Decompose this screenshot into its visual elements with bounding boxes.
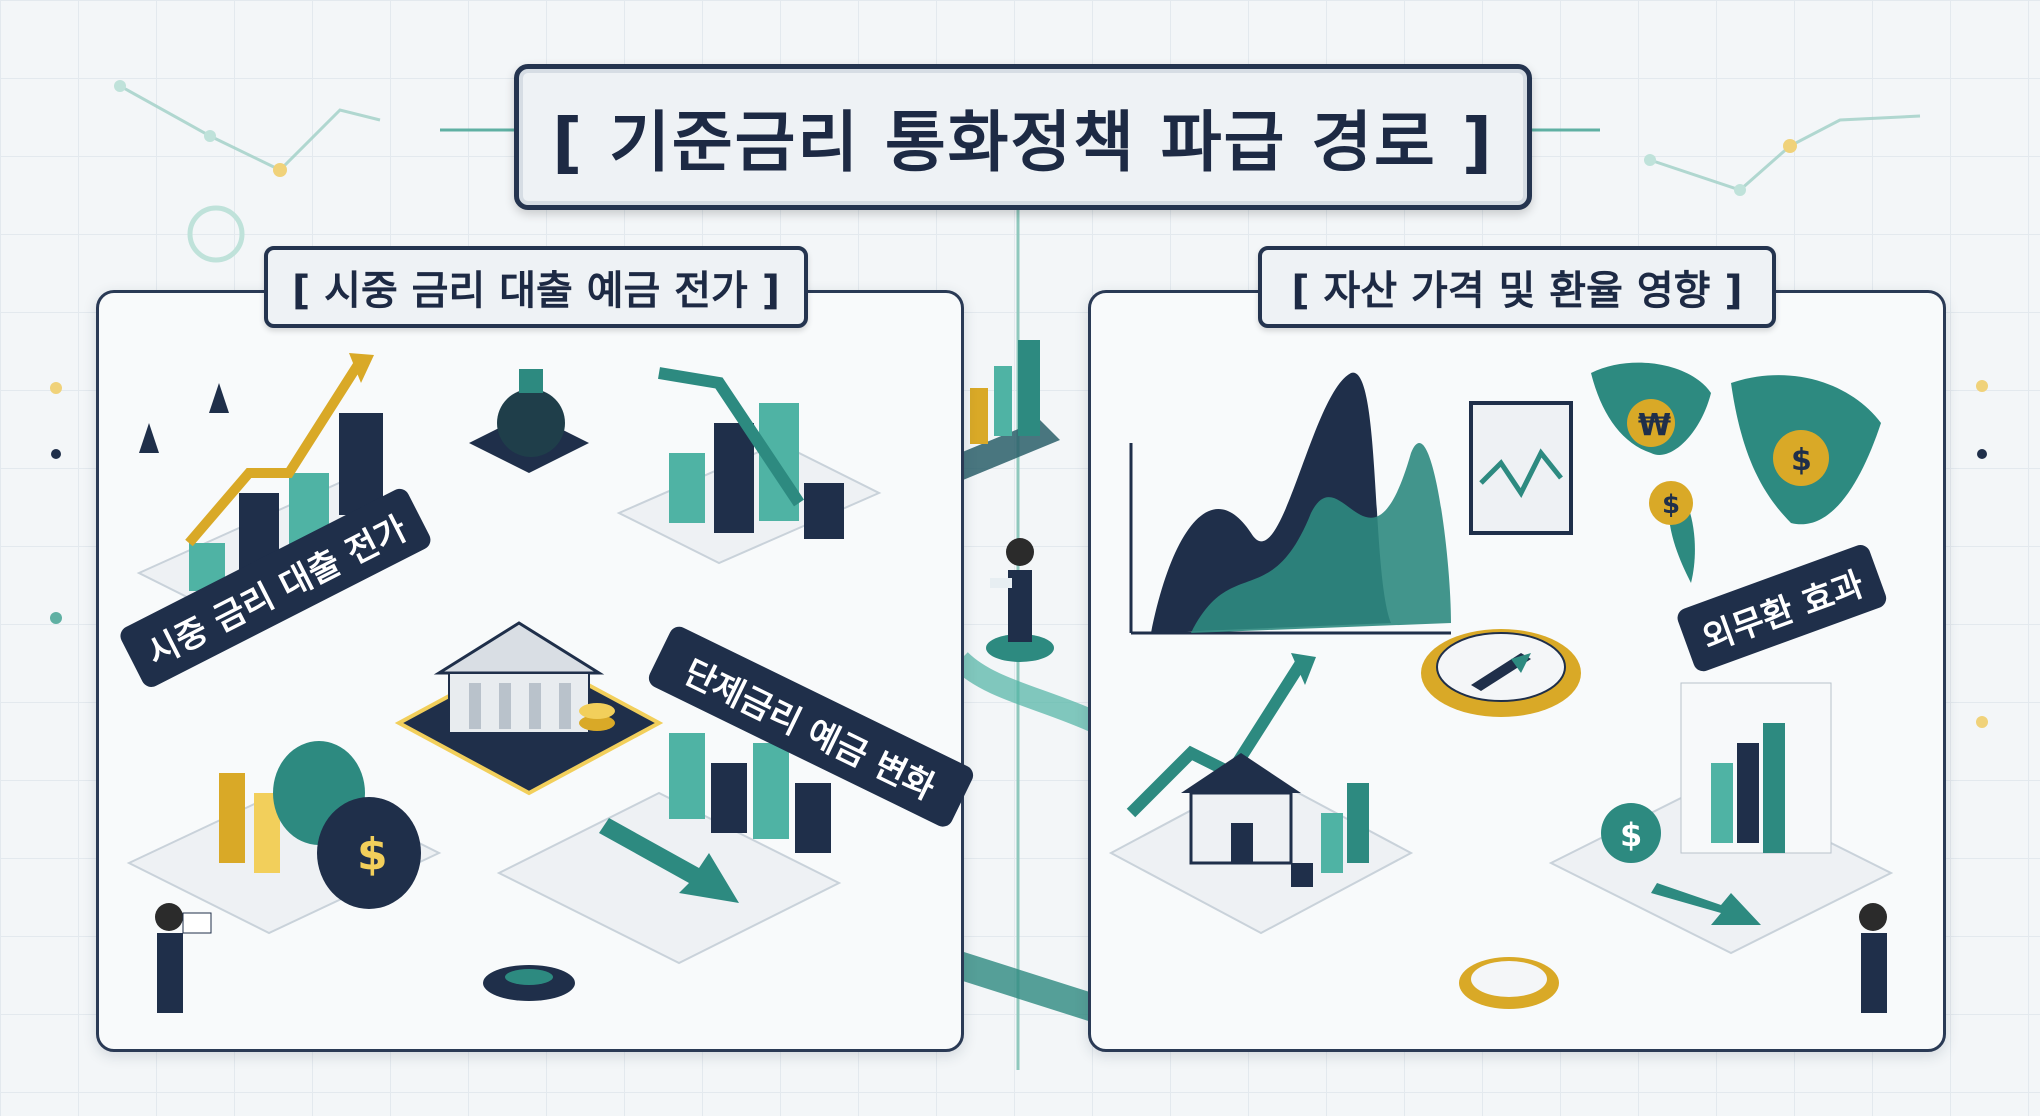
asset-price-wave-chart — [1129, 372, 1451, 635]
left-panel-label: [ 시중 금리 대출 예금 전가 ] — [264, 246, 808, 328]
left-panel-illustration: $ — [126, 353, 882, 1013]
left-panel-rate-passthrough: $ — [96, 290, 964, 1052]
person-right-icon — [1859, 903, 1887, 1013]
right-panel-illustration: ₩ $ $ — [1108, 362, 1894, 1013]
money-bags-platform: $ — [126, 741, 442, 935]
house-roof-icon — [1181, 753, 1301, 793]
dollar-bag-icon — [317, 797, 421, 909]
screen-chart-icon — [1469, 401, 1573, 535]
right-panel-asset-fx: ₩ $ $ — [1088, 290, 1946, 1052]
svg-text:$: $ — [1662, 490, 1680, 520]
svg-text:₩: ₩ — [1638, 408, 1671, 443]
fx-effect-platform: $ — [1548, 682, 1894, 955]
world-map-icon: ₩ $ $ — [1591, 362, 1881, 583]
falling-trend-arrow-icon — [658, 367, 804, 507]
sparkline-right — [1649, 114, 1921, 192]
main-title-box: [ 기준금리 통화정책 파급 경로 ] — [514, 64, 1532, 210]
main-title: [ 기준금리 통화정책 파급 경로 ] — [552, 104, 1494, 181]
compass-icon — [1421, 629, 1581, 717]
svg-text:$: $ — [1620, 816, 1642, 854]
right-panel-label: [ 자산 가격 및 환율 영향 ] — [1258, 246, 1776, 328]
dollar-coin-icon-map — [1773, 430, 1829, 486]
left-panel-label-text: [ 시중 금리 대출 예금 전가 ] — [291, 268, 781, 314]
compass-icon-small — [1459, 957, 1559, 1009]
person-reading-icon — [155, 903, 212, 1013]
right-panel-label-text: [ 자산 가격 및 환율 영향 ] — [1291, 268, 1743, 314]
house-price-rise-arrow-icon — [1126, 659, 1307, 818]
down-arrow-icon — [599, 818, 739, 903]
bridge-bars — [970, 340, 1040, 444]
svg-text:$: $ — [357, 829, 388, 880]
falling-bars-platform — [616, 367, 882, 565]
svg-text:$: $ — [1791, 443, 1812, 478]
analyst-person-icon — [986, 538, 1054, 662]
real-estate-platform — [1108, 653, 1414, 935]
rising-trend-arrow-icon — [185, 360, 364, 547]
won-coin-icon — [1627, 399, 1675, 447]
central-bank-icon — [394, 621, 664, 796]
deposit-bars-platform — [496, 733, 842, 965]
coin-icon-bottom — [483, 965, 575, 1001]
sparkline-left — [119, 84, 381, 172]
dollar-coin-icon-fx — [1601, 803, 1661, 863]
fx-down-arrow-icon — [1651, 883, 1761, 925]
money-bag-icon-top — [469, 369, 589, 473]
